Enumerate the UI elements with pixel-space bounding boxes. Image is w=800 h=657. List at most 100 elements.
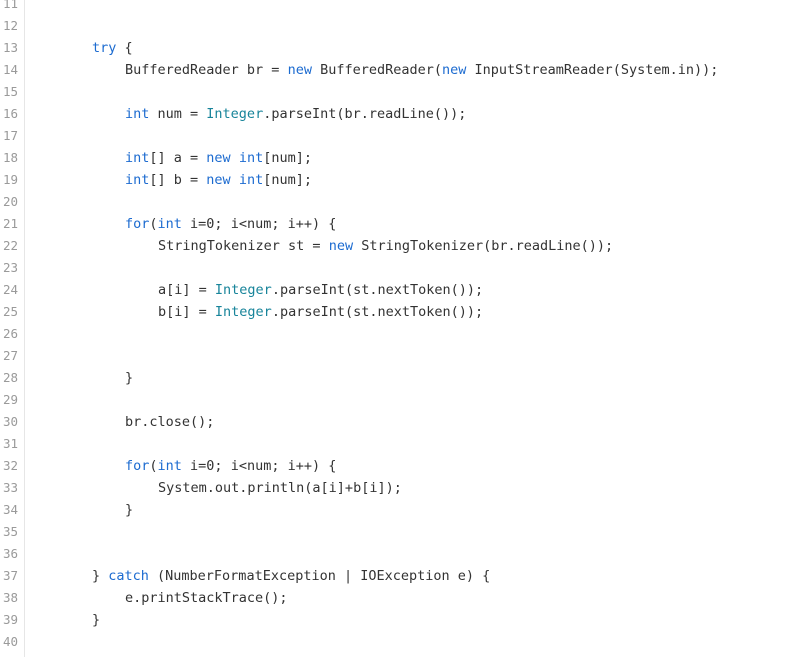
line-code: for(int i=0; i<num; i++) { [125,213,336,235]
code-line[interactable]: 11 [0,0,800,15]
code-line[interactable]: 17 [0,125,800,147]
keyword-token: new [328,238,354,254]
code-line[interactable]: 20 [0,191,800,213]
code-line[interactable]: 33 System.out.println(a[i]+b[i]); [0,477,800,499]
code-token: } [92,612,101,628]
line-number: 13 [3,40,19,55]
line-number: 34 [3,502,19,517]
code-token: a[i] = [158,282,215,298]
keyword-token: int [157,458,182,474]
code-line[interactable]: 28} [0,367,800,389]
code-token: [num]; [263,150,312,166]
keyword-token: for [125,216,150,232]
line-number: 14 [3,62,19,77]
line-code: for(int i=0; i<num; i++) { [125,455,336,477]
code-token: } [125,370,134,386]
code-token: .parseInt(st.nextToken()); [271,304,484,320]
code-line[interactable]: 34} [0,499,800,521]
code-line[interactable]: 31 [0,433,800,455]
line-code: b[i] = Integer.parseInt(st.nextToken()); [158,301,483,323]
code-line[interactable]: 40 [0,631,800,653]
line-number: 33 [3,480,19,495]
line-number: 35 [3,524,19,539]
line-number: 26 [3,326,19,341]
line-number: 15 [3,84,19,99]
code-token: i=0; i<num; i++) { [181,458,337,474]
code-line[interactable]: 36 [0,543,800,565]
code-line[interactable]: 21 for(int i=0; i<num; i++) { [0,213,800,235]
code-line[interactable]: 12 [0,15,800,37]
code-line[interactable]: 37} catch (NumberFormatException | IOExc… [0,565,800,587]
line-code: BufferedReader br = new BufferedReader(n… [125,59,718,81]
line-number: 31 [3,436,19,451]
code-line[interactable]: 26 [0,323,800,345]
line-number: 32 [3,458,19,473]
keyword-token: new [442,62,467,78]
line-code: a[i] = Integer.parseInt(st.nextToken()); [158,279,483,301]
code-token: e.printStackTrace(); [125,590,288,606]
keyword-token: try [92,40,117,56]
line-code: try { [92,37,133,59]
code-line[interactable]: 29 [0,389,800,411]
keyword-token: catch [108,568,149,584]
line-number: 28 [3,370,19,385]
keyword-token: for [125,458,150,474]
code-token: i=0; i<num; i++) { [181,216,337,232]
code-line[interactable]: 38 e.printStackTrace(); [0,587,800,609]
code-token: [num]; [263,172,312,188]
code-token: } [92,568,109,584]
line-number: 23 [3,260,19,275]
line-number: 38 [3,590,19,605]
code-token [231,172,239,188]
line-number: 27 [3,348,19,363]
line-code: int num = Integer.parseInt(br.readLine()… [125,103,466,125]
line-code: System.out.println(a[i]+b[i]); [158,477,402,499]
keyword-token: int [125,106,150,122]
line-number: 39 [3,612,19,627]
code-token: StringTokenizer st = [158,238,329,254]
line-code: e.printStackTrace(); [125,587,288,609]
line-number: 36 [3,546,19,561]
code-line[interactable]: 14 BufferedReader br = new BufferedReader… [0,59,800,81]
code-token: StringTokenizer(br.readLine()); [353,238,614,254]
code-line[interactable]: 27 [0,345,800,367]
line-number: 21 [3,216,19,231]
line-number: 40 [3,634,19,649]
type-token: Integer [214,282,272,298]
code-token: [] b = [149,172,207,188]
keyword-token: int [125,172,150,188]
code-line[interactable]: 23 [0,257,800,279]
line-number: 18 [3,150,19,165]
keyword-token: int [125,150,150,166]
code-line[interactable]: 13 try { [0,37,800,59]
keyword-token: new [206,150,231,166]
keyword-token: new [287,62,312,78]
line-number: 29 [3,392,19,407]
line-number: 19 [3,172,19,187]
code-token: BufferedReader br = [125,62,288,78]
code-token: [] a = [149,150,207,166]
code-line[interactable]: 15 [0,81,800,103]
line-code: } catch (NumberFormatException | IOExcep… [92,565,490,587]
code-token [231,150,239,166]
line-number-gutter [0,0,25,657]
code-line[interactable]: 32 for(int i=0; i<num; i++) { [0,455,800,477]
line-number: 12 [3,18,19,33]
line-code: } [125,367,133,389]
code-token: BufferedReader( [311,62,442,78]
code-line[interactable]: 39} [0,609,800,631]
line-number: 20 [3,194,19,209]
line-number: 17 [3,128,19,143]
keyword-token: new [206,172,231,188]
code-line[interactable]: 35 [0,521,800,543]
code-token: b[i] = [158,304,215,320]
